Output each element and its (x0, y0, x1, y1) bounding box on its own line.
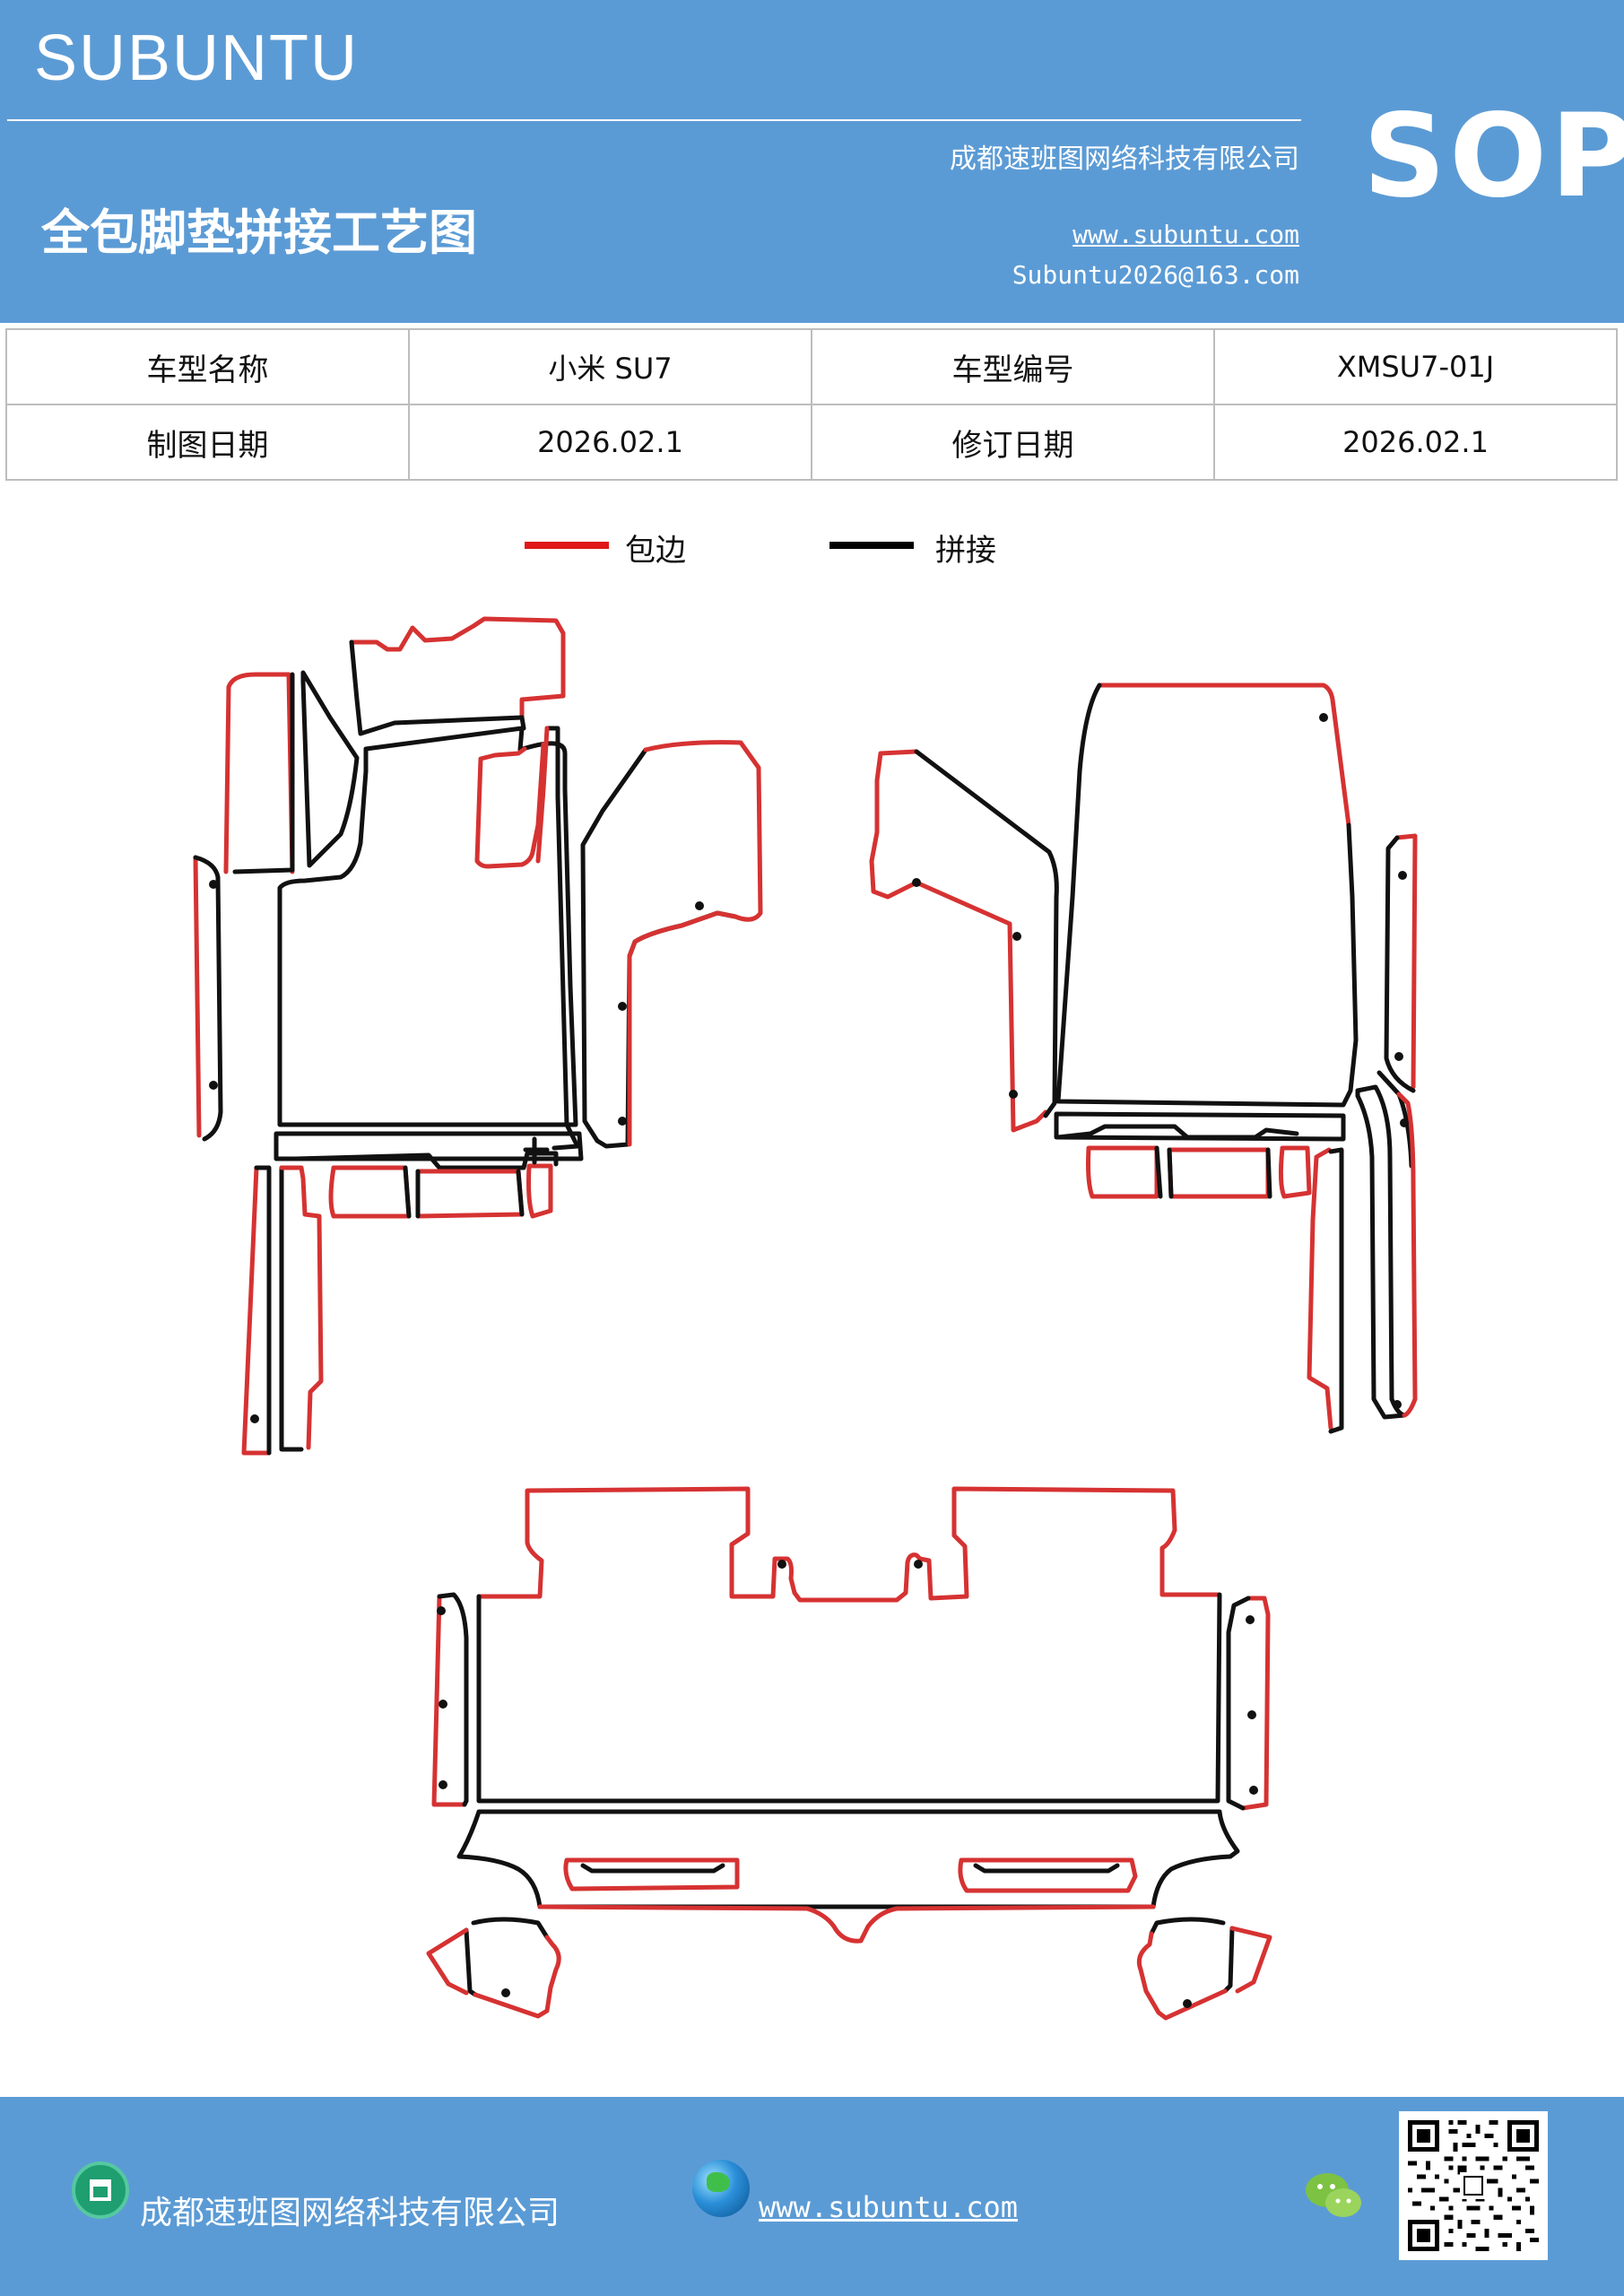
rear-corner-right-seam (1149, 1917, 1235, 1994)
rear-main-mat-edge (476, 1486, 1220, 1603)
driver-box-1-seam (403, 1165, 412, 1219)
driver-door-panel-seam (580, 747, 738, 1149)
driver-box-3-seam (523, 1136, 550, 1165)
driver-footrest-edge (349, 616, 566, 720)
header-banner: SUBUNTU 成都速班图网络科技有限公司 全包脚垫拼接工艺图 www.subu… (0, 0, 1624, 323)
value-revision-date: 2026.02.1 (1213, 404, 1618, 481)
passenger-lower-seam-bar-2 (1055, 1124, 1299, 1140)
rear-slot-right-seam (973, 1863, 1120, 1874)
legend: 包边 拼接 (0, 526, 1624, 570)
rear-slot-left-edge (563, 1857, 740, 1892)
rear-lower-bar (456, 1809, 1240, 1909)
rear-left-strip-seam (437, 1592, 469, 1807)
driver-hump-panel (300, 670, 360, 868)
passenger-long-strip-edge (1307, 1147, 1333, 1431)
label-draw-date: 制图日期 (5, 404, 410, 481)
value-model-code: XMSU7-01J (1213, 328, 1618, 405)
table-row: 制图日期 2026.02.1 修订日期 2026.02.1 (5, 404, 1618, 481)
driver-footrest-seam (349, 639, 526, 736)
rear-right-strip-seam (1226, 1596, 1251, 1811)
driver-door-panel-edge (627, 740, 763, 1147)
legend-swatch-binding (525, 542, 609, 549)
passenger-right-strip-seam (1384, 835, 1416, 1093)
passenger-curved-strip-1 (1355, 1084, 1407, 1420)
driver-upper-left-panel-seam (232, 672, 295, 874)
passenger-lower-seam-bar (1054, 1111, 1346, 1142)
rear-corner-right-edge (1136, 1926, 1272, 2021)
driver-side-mats (193, 616, 763, 1456)
driver-main-mat (277, 726, 578, 1127)
locating-dots (209, 713, 1409, 2008)
footer-website-link[interactable]: www.subuntu.com (759, 2190, 1018, 2224)
rear-left-strip-edge (431, 1594, 467, 1807)
driver-long-strip-right-edge (279, 1165, 324, 1450)
qr-code-pattern (1408, 2120, 1539, 2251)
driver-long-strip-left-seam (254, 1165, 272, 1456)
driver-lower-seam-bar (274, 1131, 584, 1161)
passenger-main-mat-seam (1055, 683, 1359, 1108)
passenger-curved-strip-2 (1376, 1070, 1414, 1169)
rear-right-strip-edge (1240, 1596, 1271, 1811)
value-model-name: 小米 SU7 (408, 328, 812, 405)
rear-mats (426, 1486, 1272, 2021)
driver-sill-strip-seam (193, 855, 223, 1142)
passenger-side-mats (869, 683, 1418, 1434)
passenger-long-strip-seam (1328, 1147, 1344, 1434)
driver-upper-left-panel-edge (223, 672, 295, 874)
driver-tunnel-strip-edge (535, 726, 550, 864)
passenger-door-panel-seam (914, 749, 1059, 1118)
document-title: 全包脚垫拼接工艺图 (41, 204, 477, 261)
qr-code[interactable] (1399, 2111, 1548, 2260)
globe-icon (692, 2160, 750, 2217)
email-address: Subuntu2026@163.com (1012, 260, 1299, 290)
rear-slot-left-seam (580, 1863, 725, 1874)
passenger-right-strip-edge (1394, 833, 1418, 1090)
passenger-door-panel-edge (869, 749, 1048, 1133)
driver-tunnel-strip (544, 726, 580, 1151)
label-model-name: 车型名称 (5, 328, 410, 405)
driver-box-2-edge (415, 1169, 525, 1219)
legend-label-binding: 包边 (625, 533, 686, 569)
passenger-box-2-seam (1167, 1147, 1272, 1199)
building-icon (72, 2161, 129, 2219)
label-model-code: 车型编号 (811, 328, 1215, 405)
wechat-icon (1306, 2173, 1361, 2217)
header-divider (7, 119, 1301, 121)
label-revision-date: 修订日期 (811, 404, 1215, 481)
footer-company-name: 成都速班图网络科技有限公司 (140, 2195, 560, 2231)
rear-corner-left-edge (426, 1927, 561, 2019)
driver-box-3-edge (526, 1163, 553, 1219)
driver-center-tab-edge (474, 742, 546, 869)
passenger-box-1-edge (1086, 1145, 1159, 1199)
table-row: 车型名称 小米 SU7 车型编号 XMSU7-01J (5, 328, 1618, 405)
driver-long-strip-right-seam (279, 1165, 304, 1452)
driver-lower-seam-bar-2 (293, 1151, 559, 1170)
sop-badge: SOP (1363, 90, 1624, 223)
passenger-box-1-seam (1154, 1145, 1163, 1199)
driver-long-strip-left-edge (241, 1165, 272, 1456)
rear-corner-left-seam (464, 1917, 550, 1997)
driver-box-2-seam (415, 1169, 525, 1219)
driver-sill-strip-edge (193, 855, 202, 1138)
passenger-curved-strip-edge (1396, 1091, 1418, 1418)
brand-name: SUBUNTU (34, 22, 360, 94)
footer-banner: 成都速班图网络科技有限公司 www.subuntu.com (0, 2097, 1624, 2296)
value-draw-date: 2026.02.1 (408, 404, 812, 481)
driver-box-1-edge (328, 1165, 412, 1219)
legend-label-seam: 拼接 (935, 533, 996, 569)
rear-lower-bar-edge (537, 1904, 1156, 1944)
passenger-box-2-edge (1167, 1147, 1271, 1199)
company-name: 成都速班图网络科技有限公司 (950, 144, 1299, 175)
rear-main-mat-seam (476, 1592, 1222, 1804)
rear-slot-right-edge (958, 1857, 1138, 1893)
legend-swatch-seam (829, 542, 914, 549)
passenger-main-mat-edge (1097, 683, 1351, 828)
vehicle-info-table: 车型名称 小米 SU7 车型编号 XMSU7-01J 制图日期 2026.02.… (5, 328, 1618, 481)
passenger-box-3-edge (1278, 1145, 1312, 1199)
website-link[interactable]: www.subuntu.com (1073, 220, 1299, 249)
